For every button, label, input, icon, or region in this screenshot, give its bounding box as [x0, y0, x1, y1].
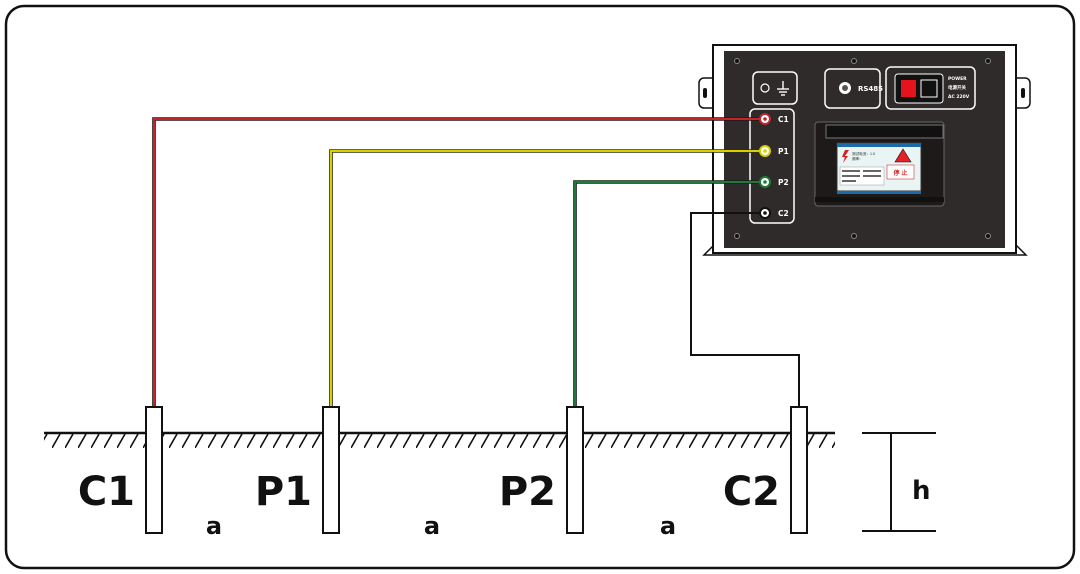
display-lower-slot — [815, 197, 944, 202]
terminal-p2-label: P2 — [778, 178, 789, 187]
terminal-p2-center — [763, 180, 767, 184]
warning-triangle-icon — [894, 148, 912, 163]
lightning-icon — [842, 150, 849, 163]
terminal-c1-center — [763, 117, 767, 121]
electrode-c2 — [790, 406, 808, 534]
wire-c2 — [690, 212, 800, 408]
power-label-line2: 电源开关 — [948, 84, 966, 91]
electrode-c1 — [145, 406, 163, 534]
spacing-label-1: a — [206, 512, 222, 540]
ground-button-knob — [760, 83, 770, 93]
ground-symbol-icon — [777, 81, 789, 96]
screen-line2: 频率： — [852, 156, 863, 161]
panel-screws — [734, 58, 991, 239]
electrode-label-c2: C2 — [723, 469, 780, 515]
spacing-label-2: a — [424, 512, 440, 540]
power-switch[interactable] — [901, 80, 916, 97]
terminal-c2-center — [763, 211, 767, 215]
depth-indicator: h — [862, 432, 936, 532]
ground-hatch — [44, 434, 835, 448]
wire-p1 — [329, 149, 759, 408]
wire-p2 — [573, 180, 759, 408]
spacing-label-3: a — [660, 512, 676, 540]
terminal-c2-label: C2 — [778, 209, 789, 218]
electrode-label-p1: P1 — [255, 469, 312, 515]
mount-ear-right-slot — [1021, 88, 1025, 98]
electrode-labels: C1 P1 P2 C2 a a a — [78, 469, 780, 540]
power-label-line1: POWER — [948, 76, 967, 82]
wire-c1 — [152, 117, 759, 408]
rs485-label: RS485 — [858, 85, 883, 93]
ground — [44, 431, 835, 448]
terminal-p1-center — [763, 149, 767, 153]
display-hood — [825, 124, 944, 139]
mount-ear-left-slot — [703, 88, 707, 98]
power-frame — [885, 66, 976, 110]
power-socket-icon — [920, 79, 938, 98]
display-status-bar — [837, 191, 921, 194]
terminal-p1-label: P1 — [778, 147, 789, 156]
electrode-label-p2: P2 — [499, 469, 556, 515]
power-label-line3: AC 220V — [948, 94, 970, 100]
rs485-frame — [824, 68, 881, 109]
screen-stop-label: 停 止 — [893, 169, 907, 177]
electrode-p1 — [322, 406, 340, 534]
screen-line1: 测试电流：1.0 — [852, 151, 875, 156]
wires — [152, 117, 800, 408]
electrodes — [145, 406, 808, 534]
electrode-label-c1: C1 — [78, 469, 135, 515]
ground-button-frame — [752, 71, 798, 105]
terminal-c1-label: C1 — [778, 115, 789, 124]
display-title-bar — [837, 143, 921, 147]
depth-label: h — [912, 476, 931, 506]
electrode-p2 — [566, 406, 584, 534]
screen-stop-button[interactable] — [886, 164, 915, 180]
terminal-panel — [749, 108, 795, 224]
